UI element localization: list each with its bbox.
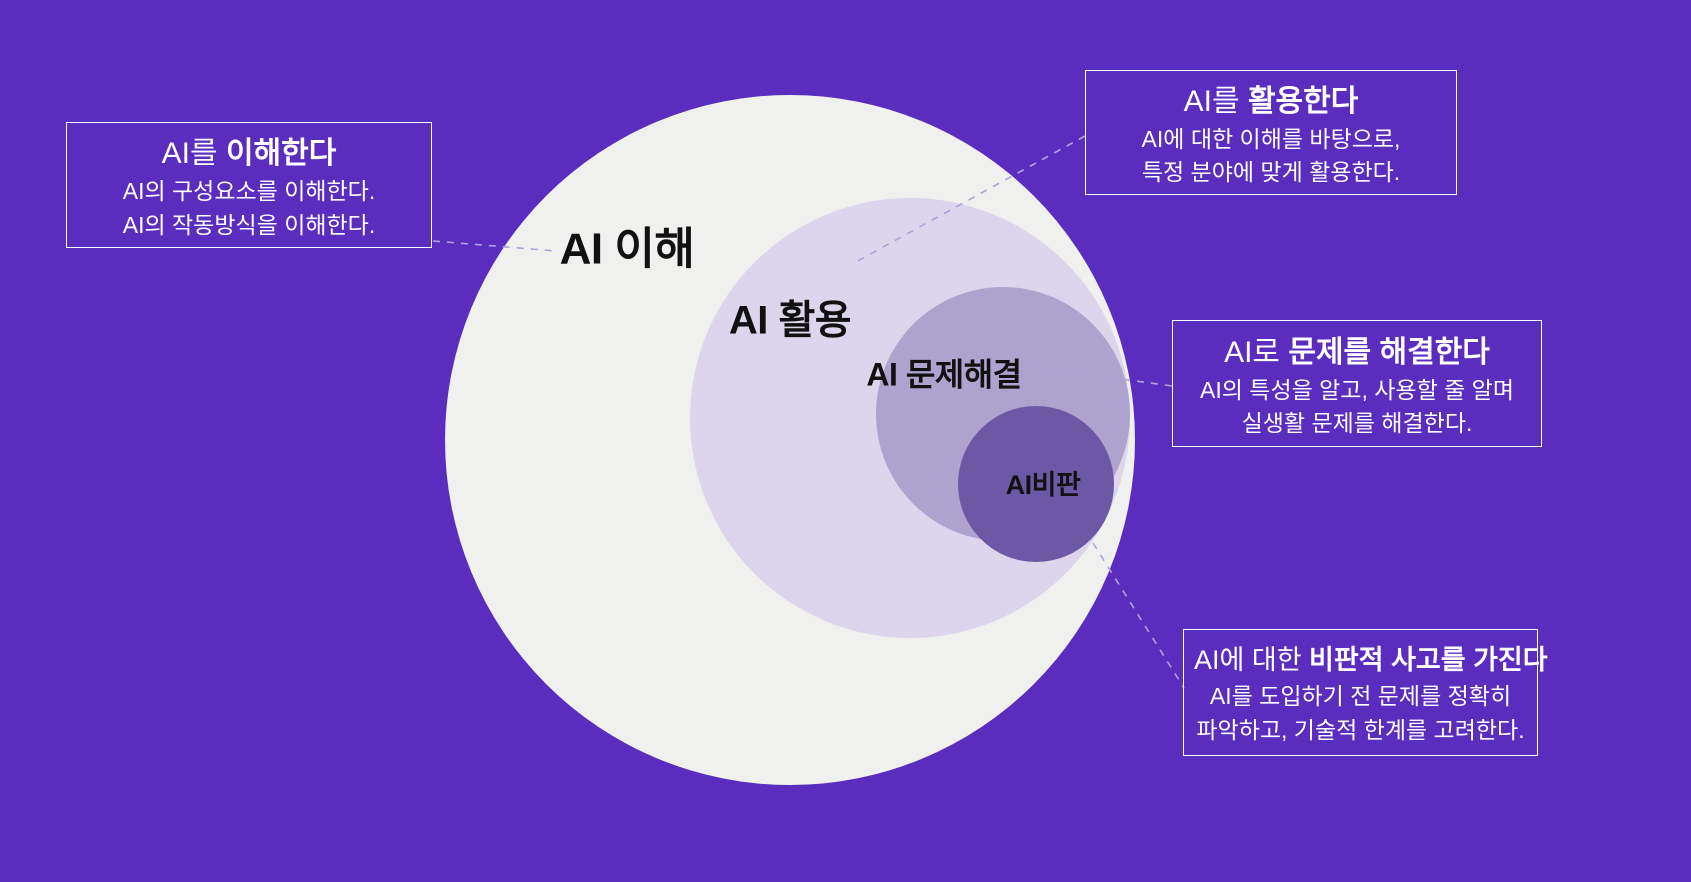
callout-understand: AI를 이해한다 AI의 구성요소를 이해한다. AI의 작동방식을 이해한다.	[66, 122, 432, 248]
connector-line-problem-solving	[1025, 365, 1173, 387]
callout-utilize-title-strong: 활용한다	[1247, 84, 1359, 118]
callout-understand-title-strong: 이해한다	[225, 137, 337, 171]
ring-label-ai-understanding: AI 이해	[560, 225, 695, 274]
callout-critic-title-strong: 비판적 사고를 가진다	[1309, 645, 1548, 676]
callout-solve-title-strong: 문제를 해결한다	[1288, 335, 1490, 369]
ring-label-ai-utilization: AI 활용	[729, 299, 851, 343]
connector-line-utilization	[855, 135, 1086, 263]
ring-label-ai-criticism: AI비판	[1006, 470, 1081, 500]
callout-understand-line1: AI의 구성요소를 이해한다.	[122, 178, 376, 205]
callout-critic-title: AI에 대한 비판적 사고를 가진다	[1194, 638, 1548, 677]
callout-solve-title-prefix: AI로	[1224, 335, 1289, 369]
callout-critic-title-prefix: AI에 대한	[1194, 645, 1310, 676]
callout-critic-line2: 파악하고, 기술적 한계를 고려한다.	[1196, 716, 1525, 743]
ring-label-ai-problem-solving: AI 문제해결	[866, 356, 1021, 392]
circle-ai-criticism	[958, 406, 1114, 562]
callout-critic: AI에 대한 비판적 사고를 가진다 AI를 도입하기 전 문제를 정확히 파악…	[1183, 629, 1548, 756]
callout-understand-title: AI를 이해한다	[77, 128, 421, 172]
callout-utilize: AI를 활용한다 AI에 대한 이해를 바탕으로, 특정 분야에 맞게 활용한다…	[1085, 70, 1457, 195]
callout-solve-title: AI로 문제를 해결한다	[1183, 327, 1531, 371]
callout-utilize-line2: 특정 분야에 맞게 활용한다.	[1141, 159, 1401, 185]
callout-understand-line2: AI의 작동방식을 이해한다.	[122, 211, 376, 238]
callout-solve-line2: 실생활 문제를 해결한다.	[1241, 410, 1473, 436]
connector-line-understanding	[432, 240, 557, 252]
callout-critic-line1: AI를 도입하기 전 문제를 정확히	[1209, 683, 1512, 710]
callout-utilize-title: AI를 활용한다	[1096, 76, 1446, 120]
callout-utilize-line1: AI에 대한 이해를 바탕으로,	[1141, 125, 1401, 152]
callout-solve-line1: AI의 특성을 알고, 사용할 줄 알며	[1200, 376, 1514, 403]
callout-solve: AI로 문제를 해결한다 AI의 특성을 알고, 사용할 줄 알며 실생활 문제…	[1172, 320, 1542, 447]
callout-utilize-title-prefix: AI를	[1183, 84, 1248, 118]
connector-line-criticism	[1092, 542, 1185, 689]
callout-understand-title-prefix: AI를	[161, 137, 226, 171]
